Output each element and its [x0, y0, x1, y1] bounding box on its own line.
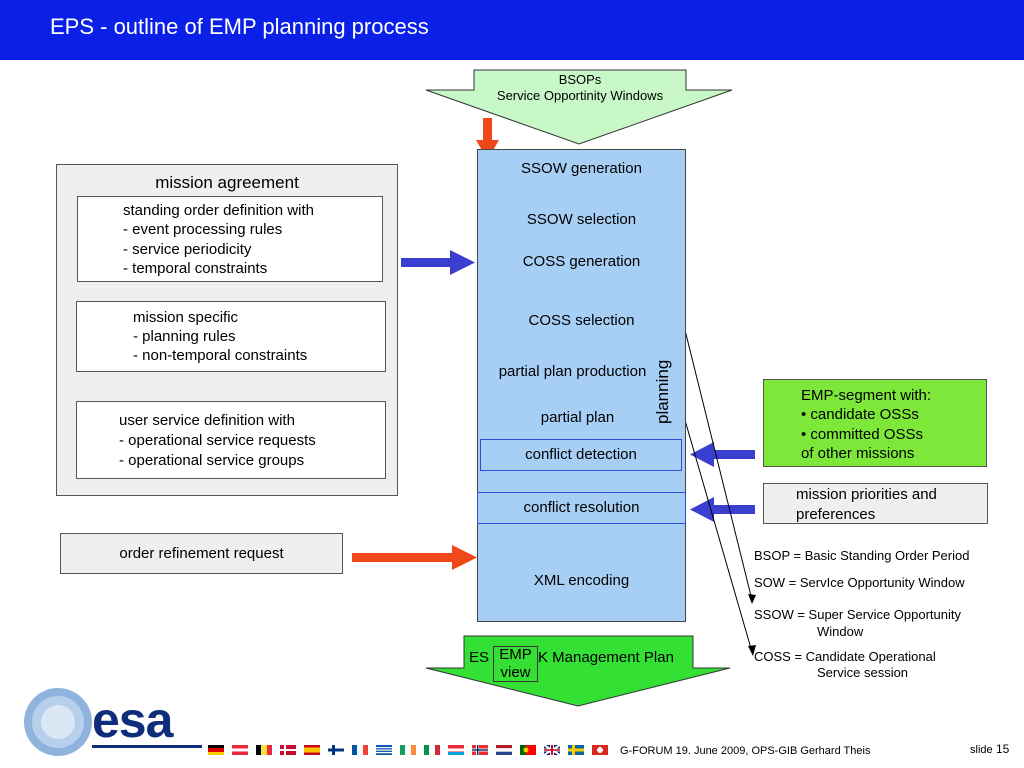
user-service-lead-text: user service definition [119, 412, 265, 429]
user-service-box [76, 401, 386, 479]
esa-globe-icon [24, 688, 92, 756]
step-ssow-generation: SSOW generation [521, 160, 642, 177]
mission-specific-box [76, 301, 386, 372]
slide-title: EPS - outline of EMP planning process [50, 14, 429, 39]
footer-text: G-FORUM 19. June 2009, OPS-GIB Gerhard T… [620, 745, 871, 757]
output-label-left: ES [469, 649, 490, 666]
step-conflict-resolution: conflict resolution [477, 492, 686, 524]
step-partial-plan: partial plan [540, 409, 615, 426]
standing-order-line3: - temporal constraints [123, 260, 268, 277]
mission-agreement-title: mission agreement [155, 173, 299, 192]
slide-label: slide [970, 744, 993, 756]
emp-output-arrow [425, 635, 731, 707]
emp-segment-line1: EMP-segment with: [801, 387, 932, 404]
flags-strip [208, 744, 608, 756]
order-refinement-box [60, 533, 343, 574]
mission-priorities-box [763, 483, 988, 524]
output-label-right: K Management Plan [538, 649, 674, 666]
mission-priorities-line1: mission priorities and [796, 486, 937, 503]
esa-logo-text: esa [92, 692, 173, 748]
standing-order-line2: - service periodicity [123, 241, 252, 258]
esa-underline [92, 745, 202, 748]
mission-specific-line1: - planning rules [133, 328, 236, 345]
standing-order-lead: standing order definition with [123, 201, 314, 221]
standing-order-lead-text: standing order definition [123, 202, 284, 219]
planning-text: planning [653, 359, 672, 424]
mission-priorities-line2: preferences [796, 506, 876, 523]
emp-view-box [493, 646, 538, 682]
definition-sow: SOW = ServIce Opportunity Window [754, 575, 965, 590]
bsop-label: BSOPs [558, 72, 602, 87]
definition-ssow-cont: Window [817, 624, 864, 639]
standing-order-line1: - event processing rules [123, 221, 283, 238]
step-coss-generation: COSS generation [522, 253, 641, 270]
planning-vertical-label: planning [653, 344, 693, 426]
emp-segment-box [763, 379, 987, 467]
definition-ssow: SSOW = Super Service Opportunity [754, 607, 962, 622]
user-service-line1: - operational service requests [119, 432, 316, 449]
standing-order-box [77, 196, 383, 282]
step-partial-plan-production: partial plan production [498, 363, 647, 380]
step-conflict-detection: conflict detection [480, 439, 682, 471]
title-bar [0, 0, 1024, 60]
slide-number-value: 15 [995, 742, 1010, 756]
definition-coss-cont: Service session [817, 665, 909, 680]
user-service-lead: user service definition with [119, 411, 295, 431]
user-service-line2: - operational service groups [119, 452, 305, 469]
blue-arrow-mission-priorities [690, 497, 755, 522]
bsop-input-arrow [425, 69, 733, 145]
emp-segment-line2: • candidate OSSs [801, 406, 919, 423]
mission-specific-line2: - non-temporal constraints [133, 347, 308, 364]
planning-flow-column [477, 149, 686, 622]
step-coss-selection: COSS selection [528, 312, 635, 329]
sow-label: Service Opportinity Windows [496, 88, 664, 103]
user-service-lead-suffix: with [264, 412, 295, 429]
definition-coss: COSS = Candidate Operational [754, 649, 936, 664]
standing-order-lead-suffix: with [283, 202, 314, 219]
slide-number: slide 15 [970, 742, 1009, 756]
mission-specific-lead: mission specific [133, 309, 239, 326]
red-arrow-order-refinement [352, 545, 477, 570]
blue-arrow-emp-segment [690, 442, 755, 467]
emp-view-line2: view [500, 664, 531, 681]
step-xml-encoding: XML encoding [533, 572, 630, 589]
order-refinement-label: order refinement request [119, 545, 284, 562]
emp-segment-line4: of other missions [801, 445, 915, 462]
step-ssow-selection: SSOW selection [526, 211, 637, 228]
definition-bsop: BSOP = Basic Standing Order Period [754, 548, 970, 563]
blue-arrow-mission-agreement [401, 250, 475, 275]
emp-view-line1: EMP [499, 646, 532, 663]
emp-segment-line3: • committed OSSs [801, 426, 923, 443]
